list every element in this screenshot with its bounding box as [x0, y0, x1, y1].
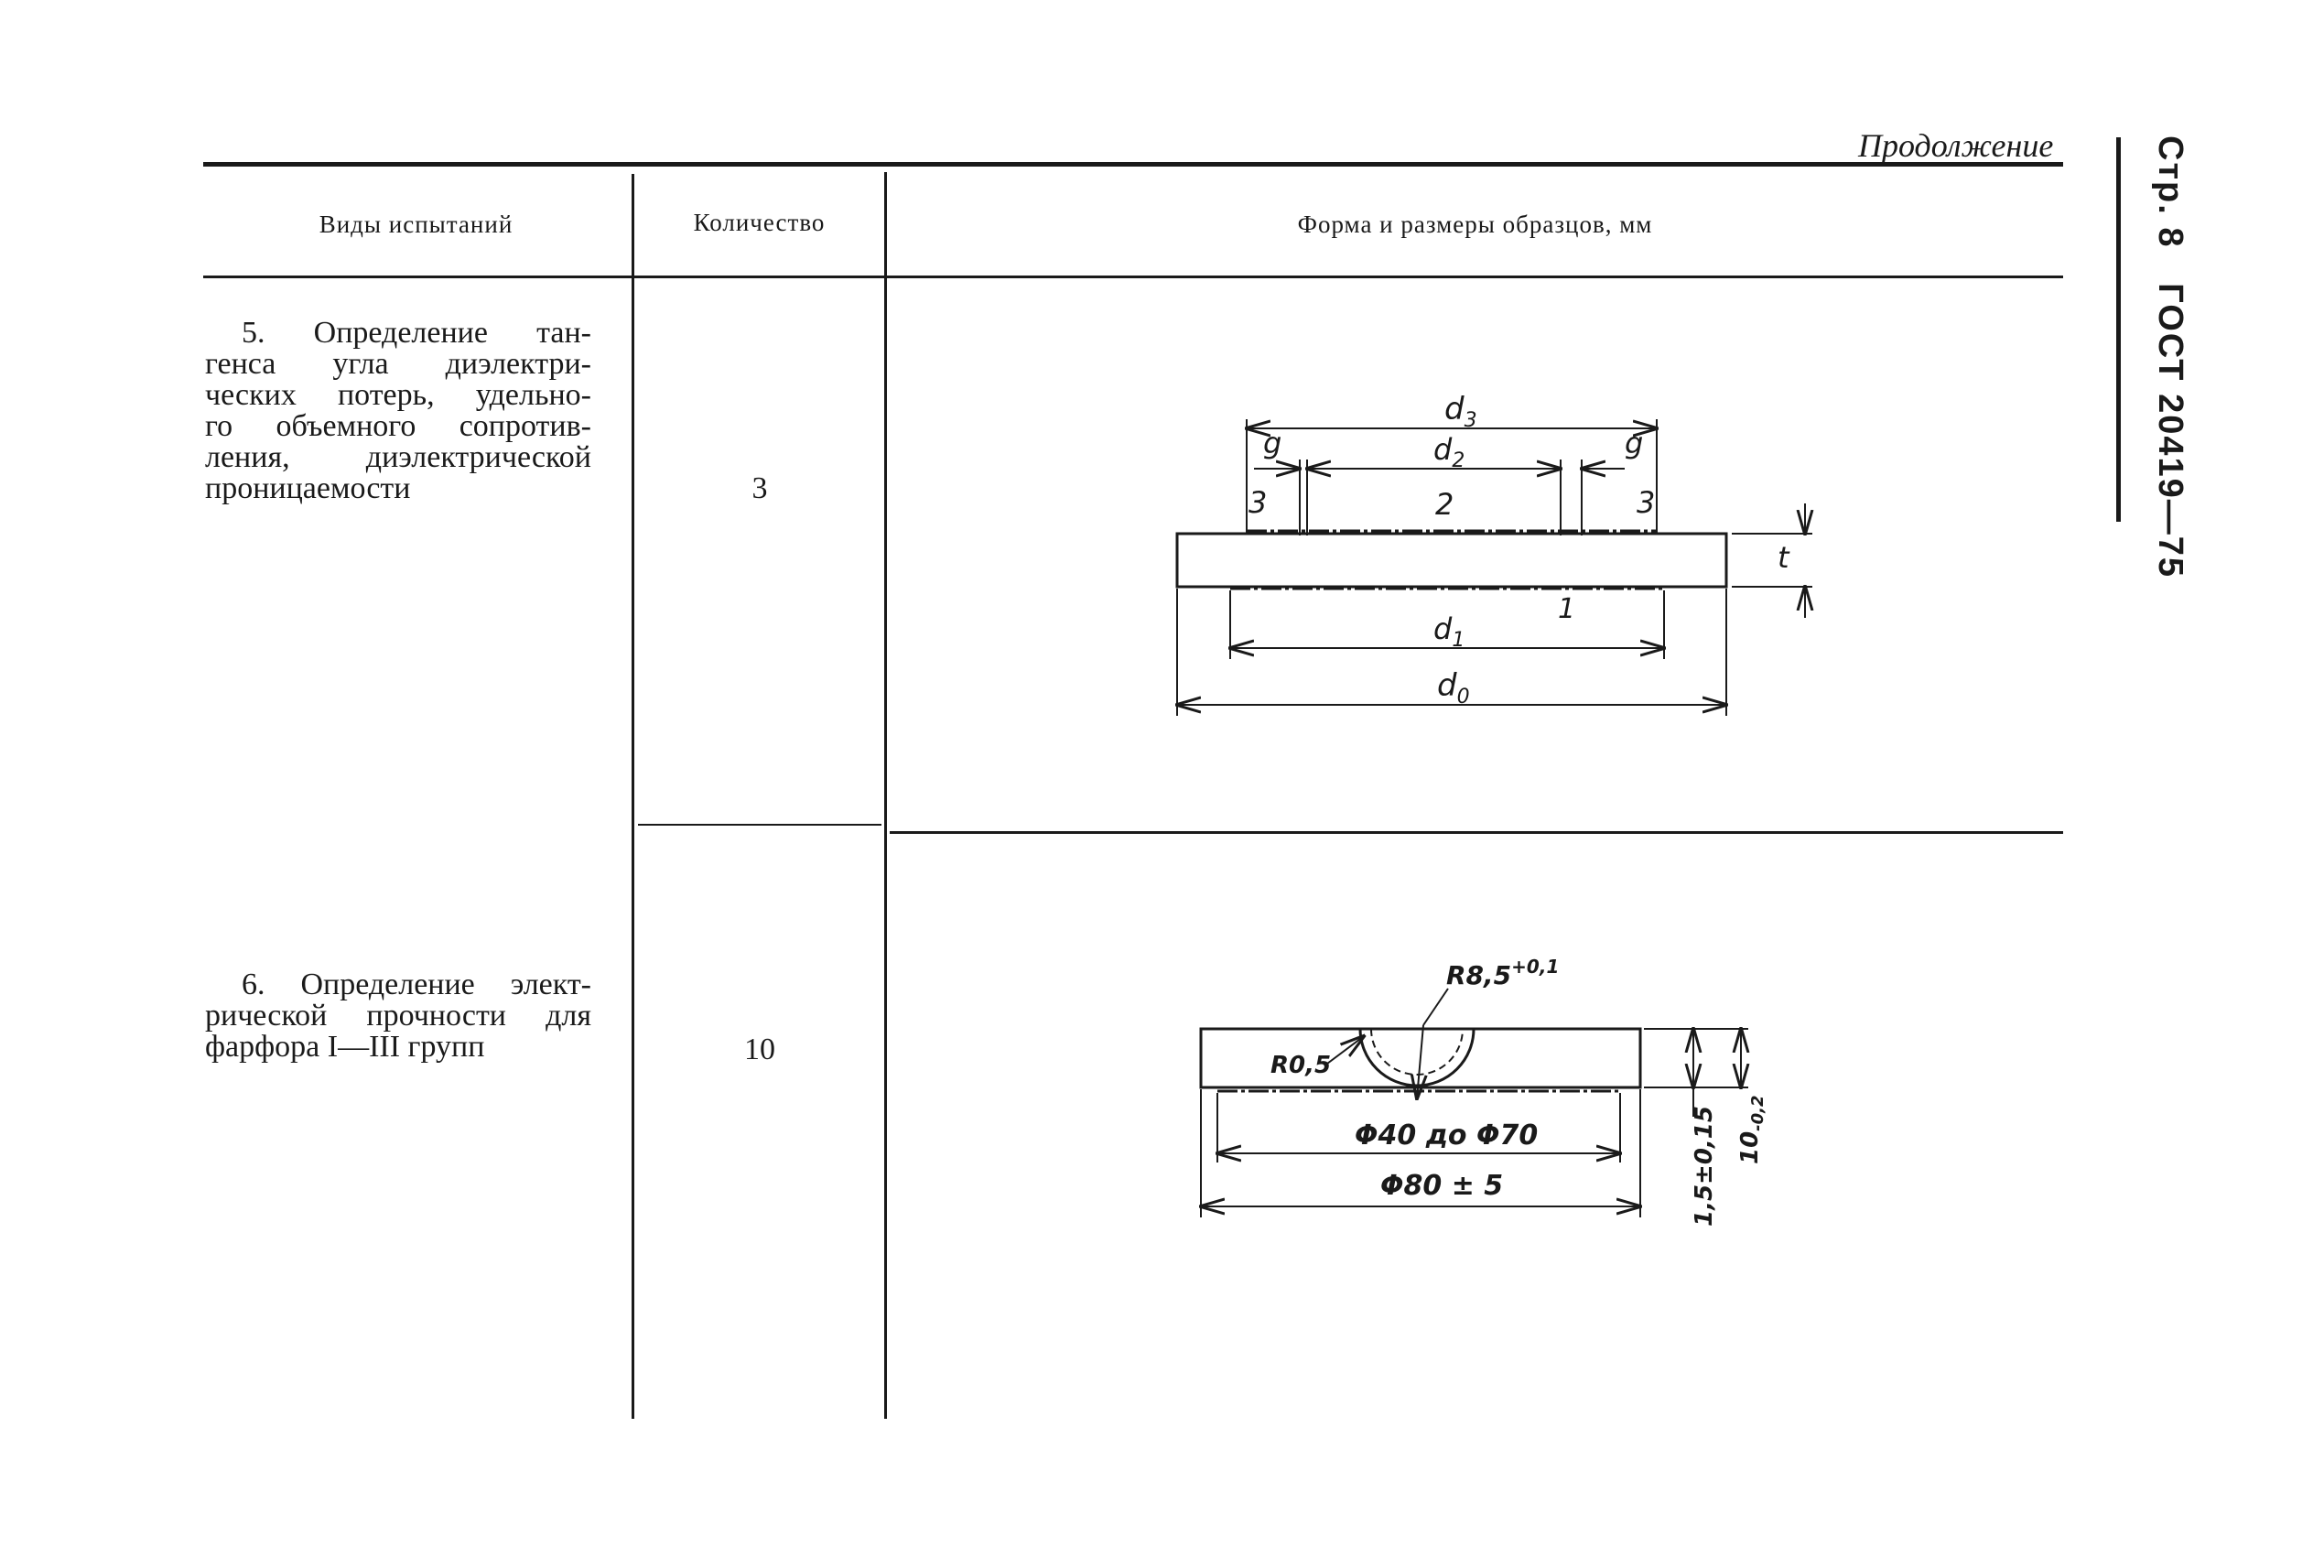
label-2: 2	[1435, 487, 1454, 522]
table-top-rule	[203, 162, 2063, 167]
test-line: рической прочности для	[205, 999, 591, 1033]
label-outer-diameter: Φ80 ± 5	[1380, 1170, 1503, 1202]
continuation-label: Продолжение	[1858, 127, 2054, 164]
header-shape: Форма и размеры образцов, мм	[1297, 211, 1653, 238]
side-header-rule	[2116, 137, 2121, 522]
test-type-row-6: 6. Определение элект- рической прочности…	[205, 969, 591, 1063]
quantity-row-5: 3	[751, 471, 768, 505]
test-type-row-5: 5. Определение тан- генса угла диэлектри…	[205, 318, 591, 504]
column-divider-1	[632, 174, 634, 1419]
header-test-type: Виды испытаний	[319, 211, 513, 238]
label-3-right: 3	[1637, 485, 1655, 520]
quantity-row-6: 10	[744, 1033, 775, 1066]
test-line: 5. Определение тан-	[242, 316, 591, 350]
label-thickness-big: 10-0,2	[1736, 1095, 1767, 1164]
label-d2: d2	[1433, 432, 1465, 472]
label-r-top: R8,5+0,1	[1446, 956, 1559, 990]
label-g-right: g	[1625, 426, 1643, 460]
page-side-header: Стр. 8 ГОСТ 20419—75	[2150, 135, 2189, 579]
label-g-left: g	[1263, 426, 1281, 460]
header-bottom-rule	[203, 276, 2063, 278]
test-line: фарфора I—III групп	[205, 1030, 485, 1064]
header-quantity: Количество	[693, 209, 826, 236]
page-number: Стр. 8	[2151, 135, 2189, 249]
standard-number: ГОСТ 20419—75	[2151, 283, 2189, 579]
specimen-drawing-hemispherical-recess: R8,5+0,1 R0,5 Φ40 до Φ70 Φ80 ± 5 1,5±0,1…	[1181, 956, 1767, 1227]
label-1: 1	[1558, 593, 1575, 625]
row-divider-qty	[638, 824, 881, 826]
test-line: ления, диэлектрической	[205, 440, 591, 474]
label-inner-diameter: Φ40 до Φ70	[1355, 1119, 1538, 1152]
label-r-small: R0,5	[1270, 1052, 1331, 1079]
label-d3: d3	[1444, 391, 1477, 432]
test-line: проницаемости	[205, 471, 411, 505]
label-d1: d1	[1433, 611, 1465, 652]
label-thickness-small: 1,5±0,15	[1691, 1106, 1718, 1227]
test-line: генса угла диэлектри-	[205, 347, 591, 381]
row-divider-shape	[890, 831, 2063, 834]
test-line: ческих потерь, удельно-	[205, 378, 591, 412]
test-line: 6. Определение элект-	[242, 968, 591, 1001]
column-divider-2	[884, 172, 887, 1419]
test-line: го объемного сопротив-	[205, 409, 591, 443]
label-t: t	[1778, 540, 1790, 575]
label-d0: d0	[1437, 667, 1470, 708]
label-3-left: 3	[1248, 485, 1267, 520]
specimen-drawing-disc-electrodes: d3 g g d2 3 2 3 t 1 d1 d0	[1162, 391, 1840, 716]
